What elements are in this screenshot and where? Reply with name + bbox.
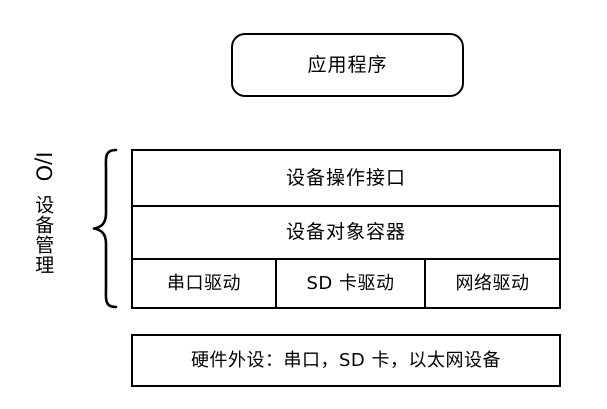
- io-stack: 设备操作接口 设备对象容器 串口驱动 SD 卡驱动 网络驱动: [131, 149, 561, 309]
- hardware-peripherals-box[interactable]: 硬件外设：串口，SD 卡，以太网设备: [131, 334, 561, 387]
- io-device-management-label: I/O 设备管理: [26, 140, 60, 310]
- stack-row-label: 设备操作接口: [285, 166, 406, 189]
- driver-cell-serial[interactable]: 串口驱动: [133, 260, 275, 307]
- application-box[interactable]: 应用程序: [231, 33, 464, 97]
- driver-cell-label: 串口驱动: [167, 272, 241, 294]
- application-box-label: 应用程序: [307, 53, 388, 76]
- io-device-management-label-latin: I/O: [31, 151, 56, 182]
- hardware-peripherals-label: 硬件外设：串口，SD 卡，以太网设备: [190, 349, 501, 371]
- io-device-management-label-cjk: 设备管理: [32, 195, 55, 275]
- stack-row-label: 设备对象容器: [285, 221, 406, 243]
- driver-cell-label: 网络驱动: [455, 272, 530, 294]
- driver-cell-label: SD 卡驱动: [306, 272, 395, 294]
- driver-cell-network[interactable]: 网络驱动: [424, 260, 559, 307]
- stack-row-device-object-container[interactable]: 设备对象容器: [133, 205, 559, 258]
- curly-brace-icon: [86, 147, 120, 310]
- driver-cell-sd-card[interactable]: SD 卡驱动: [275, 260, 424, 307]
- stack-row-device-operation-interface[interactable]: 设备操作接口: [133, 151, 559, 205]
- stack-row-drivers: 串口驱动 SD 卡驱动 网络驱动: [133, 258, 559, 307]
